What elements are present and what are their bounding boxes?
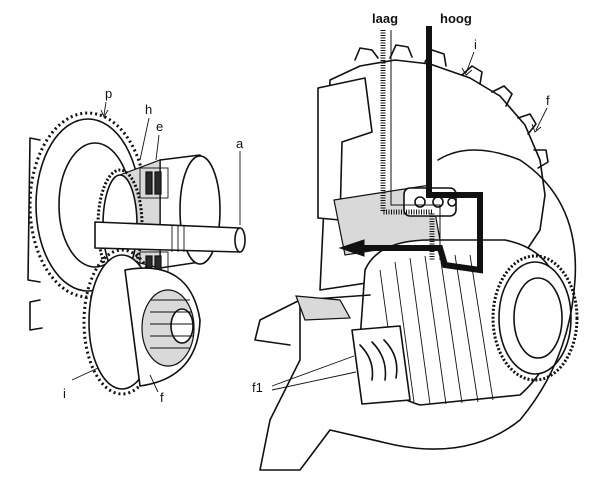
- label-f1: f1: [252, 380, 263, 395]
- label-f-left: f: [160, 390, 164, 405]
- shaft-a: [94, 221, 246, 253]
- right-gear-assembly: [254, 26, 579, 471]
- label-e: e: [156, 119, 163, 134]
- label-i-right: i: [474, 37, 477, 52]
- left-callouts: [71, 101, 241, 393]
- right-callouts: [271, 51, 548, 391]
- label-h: h: [145, 102, 152, 117]
- selector-housing: [317, 77, 457, 256]
- power-flow-laag: [380, 30, 441, 260]
- label-laag: laag: [372, 11, 398, 26]
- gear-i-planetary: [29, 248, 201, 396]
- label-f-right: f: [546, 93, 550, 108]
- main-helical-gear: [359, 239, 579, 406]
- gear-f1: [351, 325, 411, 405]
- label-a: a: [236, 136, 244, 151]
- label-i-left: i: [63, 386, 66, 401]
- label-p: p: [105, 86, 112, 101]
- housing-arm: [254, 149, 577, 471]
- label-hoog: hoog: [440, 11, 472, 26]
- left-gear-assembly: [27, 111, 246, 396]
- power-flow-hoog: [338, 26, 483, 274]
